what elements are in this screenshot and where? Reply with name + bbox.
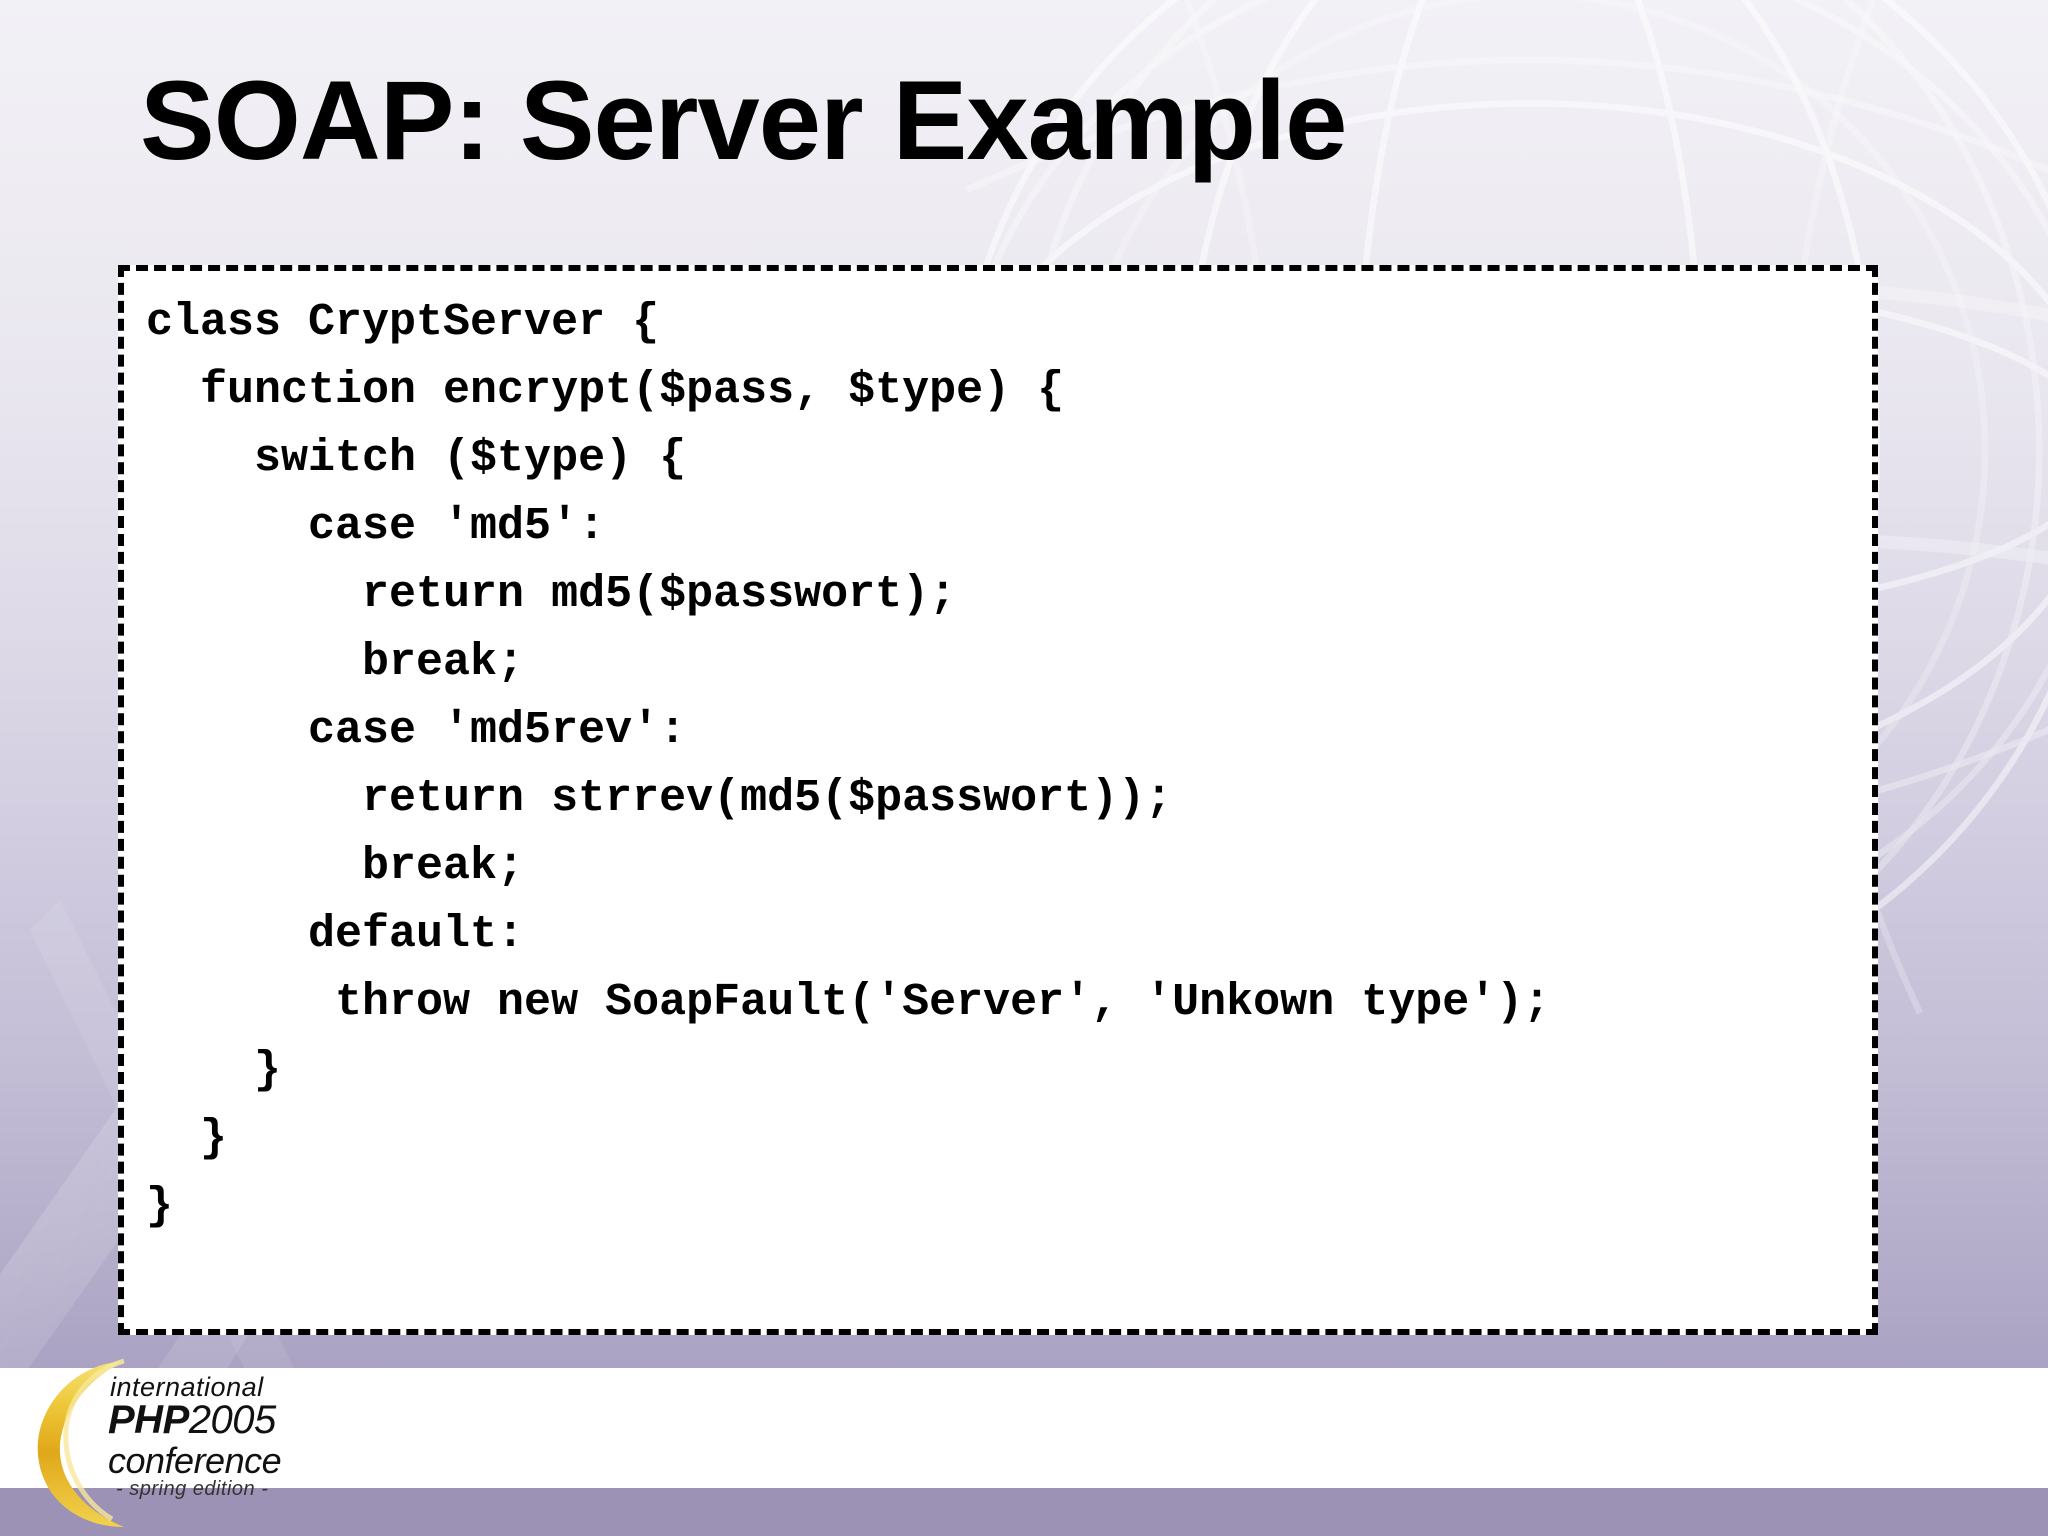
conference-logo [28, 1355, 378, 1530]
logo-line-conference: conference [108, 1440, 282, 1481]
logo-line-edition: - spring edition - [116, 1478, 269, 1500]
logo-wordmark: international PHP2005 conference - sprin… [108, 1372, 358, 1500]
footer-band [0, 1368, 2048, 1488]
code-block: class CryptServer { function encrypt($pa… [118, 265, 1878, 1335]
logo-php-text: PHP [108, 1398, 189, 1442]
logo-swoosh-icon [37, 1358, 125, 1527]
page-title: SOAP: Server Example [140, 58, 1347, 183]
code-content: class CryptServer { function encrypt($pa… [146, 297, 1551, 1232]
footer-accent-bar [0, 1488, 2048, 1536]
logo-line-international: international [110, 1372, 264, 1402]
logo-line-php2005: PHP2005 [108, 1398, 276, 1443]
logo-year-text: 2005 [188, 1398, 276, 1442]
